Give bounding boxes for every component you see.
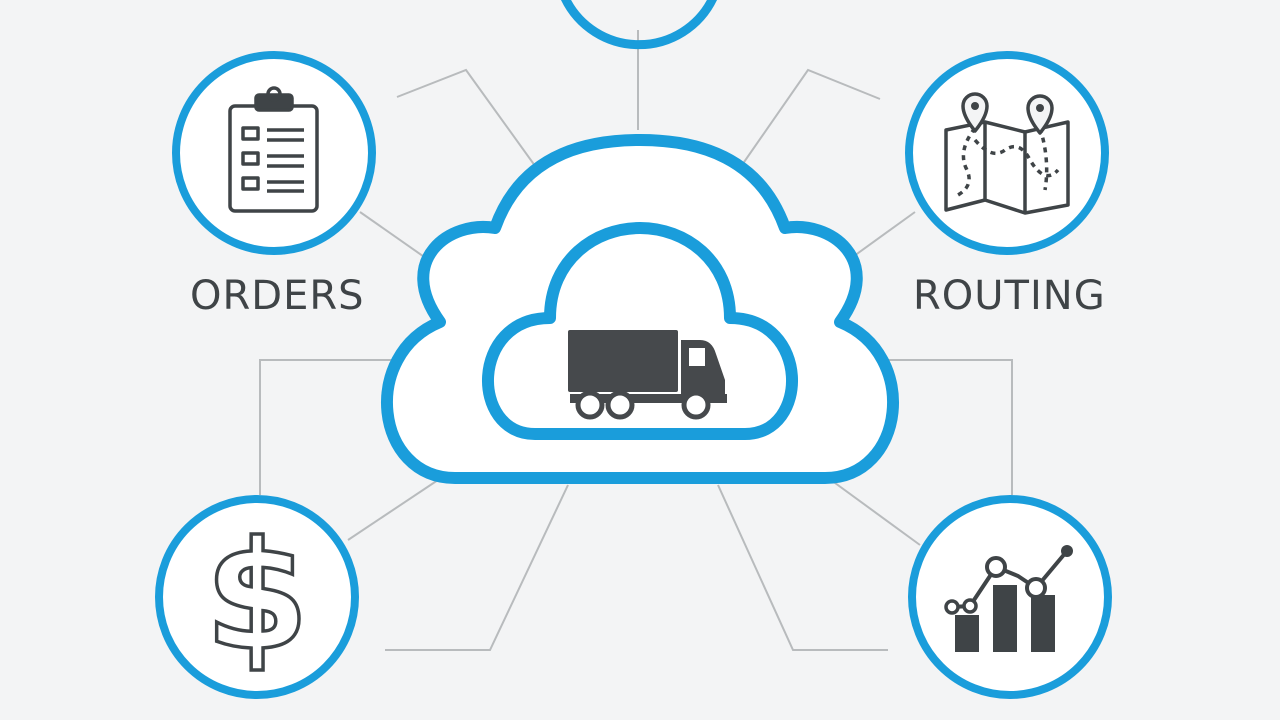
node-routing bbox=[905, 51, 1109, 255]
node-top bbox=[560, 0, 718, 50]
connector-billing-diag bbox=[347, 471, 451, 541]
delivery-truck-icon bbox=[568, 330, 727, 420]
orders-label: ORDERS bbox=[190, 273, 365, 319]
connector-analytics-right bbox=[880, 359, 1013, 495]
billing-ring bbox=[155, 495, 359, 699]
connector-orders-upper bbox=[396, 68, 539, 171]
cloud-hub bbox=[381, 134, 899, 484]
connector-lines bbox=[259, 30, 1013, 651]
connector-billing-bottom bbox=[385, 484, 569, 651]
node-billing: $ bbox=[155, 495, 359, 699]
routing-ring bbox=[905, 51, 1109, 255]
routing-label: ROUTING bbox=[913, 273, 1106, 319]
dollar-sign-icon: $ bbox=[205, 510, 309, 684]
connector-billing-left bbox=[259, 359, 392, 495]
connector-analytics-bottom bbox=[717, 484, 888, 651]
orders-ring bbox=[172, 51, 376, 255]
partial-circle-icon bbox=[560, 0, 718, 50]
bar-chart-trend-icon bbox=[944, 545, 1073, 652]
route-map-icon bbox=[944, 92, 1070, 215]
node-orders bbox=[172, 51, 376, 255]
connector-routing-upper bbox=[741, 68, 881, 166]
node-analytics bbox=[908, 495, 1112, 699]
clipboard-checklist-icon bbox=[228, 86, 319, 213]
connector-analytics-diag bbox=[819, 471, 921, 546]
